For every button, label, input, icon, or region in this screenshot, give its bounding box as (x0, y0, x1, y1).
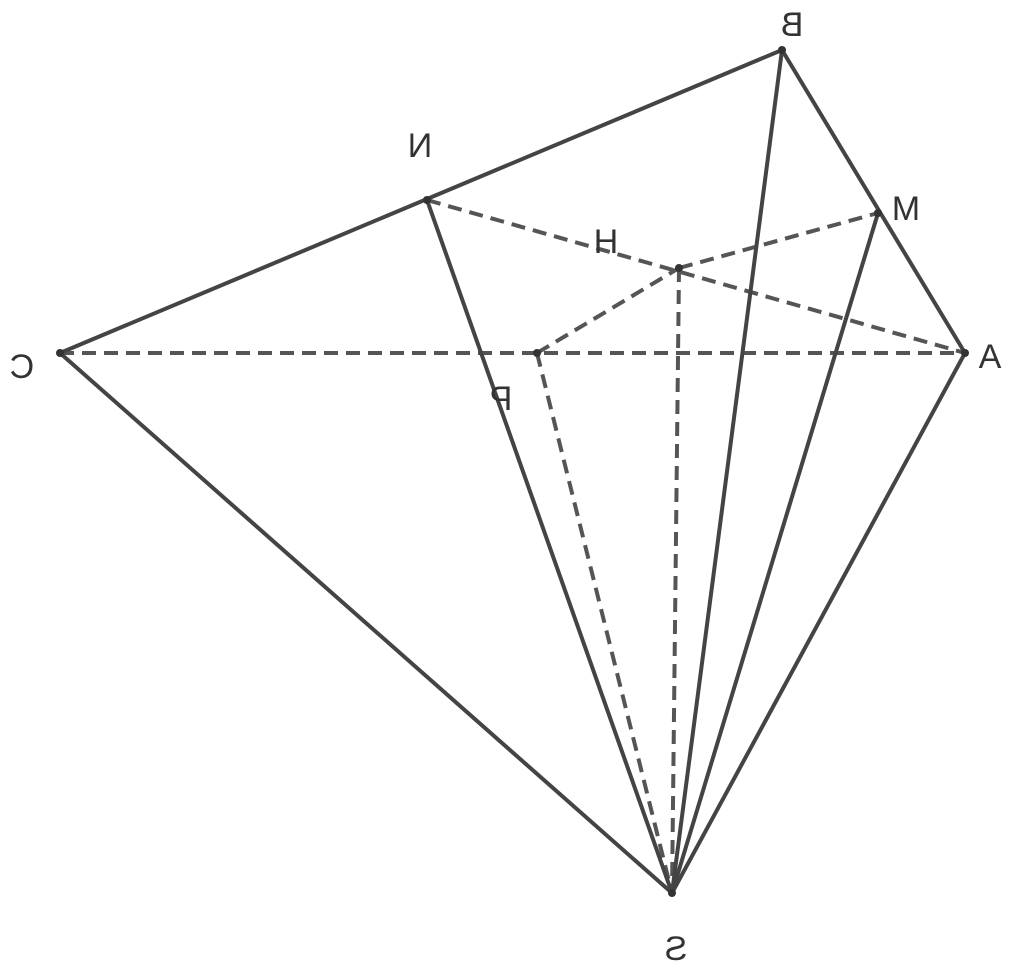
vertex-dot-n (423, 196, 431, 204)
vertex-dot-m (874, 209, 882, 217)
edge-n-s (425, 198, 674, 895)
edge-h-m (678, 211, 879, 270)
vertex-label-h: H (594, 223, 619, 261)
vertex-label-s: S (665, 930, 688, 968)
edge-c-s (58, 351, 674, 895)
vertex-label-b: B (781, 6, 804, 44)
vertex-label-n: N (408, 127, 433, 165)
vertex-label-m: M (892, 190, 920, 228)
edge-c-b (58, 48, 784, 355)
vertex-label-c: C (10, 348, 35, 386)
edge-b-a (780, 48, 967, 355)
edge-a-s (670, 351, 967, 895)
vertex-label-a: A (978, 338, 1001, 376)
edge-h-s (670, 267, 681, 894)
vertex-label-p: P (490, 380, 513, 418)
edge-p-s (535, 352, 674, 894)
edge-n-a (426, 198, 966, 355)
vertex-dot-c (56, 349, 64, 357)
vertex-dot-b (778, 46, 786, 54)
edge-b-s (670, 48, 784, 895)
vertex-dot-p (533, 349, 541, 357)
edge-m-s (670, 211, 880, 895)
vertex-dot-s (668, 889, 676, 897)
vertex-dot-h (675, 264, 683, 272)
vertex-dot-a (961, 349, 969, 357)
edge-p-h (535, 266, 681, 355)
